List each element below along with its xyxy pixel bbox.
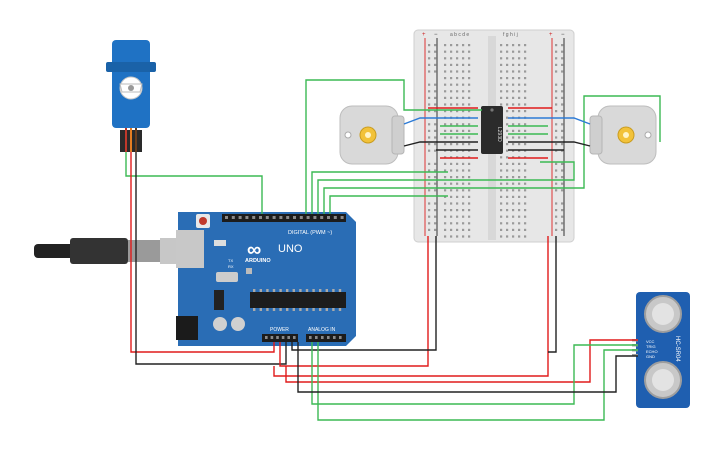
- servo-motor[interactable]: [106, 40, 156, 152]
- wire-us-gnd[interactable]: [297, 342, 638, 393]
- us-pin-gnd: GND: [646, 354, 655, 359]
- dc-motor-right[interactable]: [589, 105, 657, 165]
- arduino-model: UNO: [278, 243, 303, 255]
- breadboard-minus-left: −: [434, 32, 438, 38]
- wire-us-vcc[interactable]: [285, 339, 638, 383]
- ultrasonic-sensor[interactable]: HC-SR04 VCC TRIG ECHO GND: [632, 292, 690, 408]
- arduino-brand: ARDUINO: [245, 258, 271, 264]
- wire-bb-vcc-left[interactable]: [279, 236, 429, 367]
- dc-motor-left[interactable]: [339, 105, 405, 165]
- wire-d-c[interactable]: [317, 161, 575, 214]
- wire-motor-left-b[interactable]: [403, 141, 478, 147]
- arduino-logo: ∞: [247, 239, 261, 261]
- wire-servo-signal[interactable]: [125, 152, 263, 214]
- arduino-uno[interactable]: DIGITAL (PWM ~) ∞ ARDUINO UNO TX RX POWE…: [176, 212, 356, 346]
- breadboard-plus-right: +: [549, 32, 553, 38]
- rx-label: RX: [228, 264, 234, 269]
- wire-bb-gnd-left[interactable]: [291, 236, 437, 351]
- us-pin-echo: ECHO: [646, 349, 658, 354]
- digital-header-pins[interactable]: [225, 216, 344, 219]
- wire-us-trig[interactable]: [311, 342, 638, 405]
- wire-d-b[interactable]: [311, 171, 448, 214]
- tx-label: TX: [228, 258, 233, 263]
- wire-motor-right-a[interactable]: [508, 117, 591, 125]
- us-pin-trig: TRIG: [646, 344, 656, 349]
- driver-ic-label: L293D: [496, 127, 502, 142]
- wire-us-echo[interactable]: [317, 342, 638, 421]
- driver-ic[interactable]: L293D: [481, 106, 503, 154]
- digital-header-label: DIGITAL (PWM ~): [288, 230, 332, 236]
- wire-d-e[interactable]: [329, 195, 448, 214]
- wire-bb-gnd-right[interactable]: [548, 236, 557, 353]
- wires: [125, 79, 661, 421]
- wire-bb-vcc-right[interactable]: [273, 236, 549, 377]
- ultrasonic-model: HC-SR04: [674, 336, 680, 362]
- wire-motor-right-b[interactable]: [508, 141, 591, 147]
- us-pin-vcc: VCC: [646, 339, 655, 344]
- breadboard-plus-left: +: [422, 32, 426, 38]
- wire-servo-gnd[interactable]: [135, 152, 287, 365]
- breadboard-minus-right: −: [561, 32, 565, 38]
- wire-d-a[interactable]: [305, 79, 482, 214]
- wire-servo-power[interactable]: [130, 152, 275, 353]
- breadboard-holes: [428, 44, 564, 238]
- power-header-pins[interactable]: [265, 336, 342, 339]
- wire-motor-left-a[interactable]: [403, 117, 478, 125]
- breadboard-cols-right: f g h i j: [503, 32, 518, 38]
- breadboard-cols-left: a b c d e: [450, 32, 469, 38]
- power-label: POWER: [270, 327, 289, 333]
- wire-d-d[interactable]: [323, 95, 661, 214]
- usb-cable[interactable]: [34, 238, 186, 264]
- analog-label: ANALOG IN: [308, 327, 336, 333]
